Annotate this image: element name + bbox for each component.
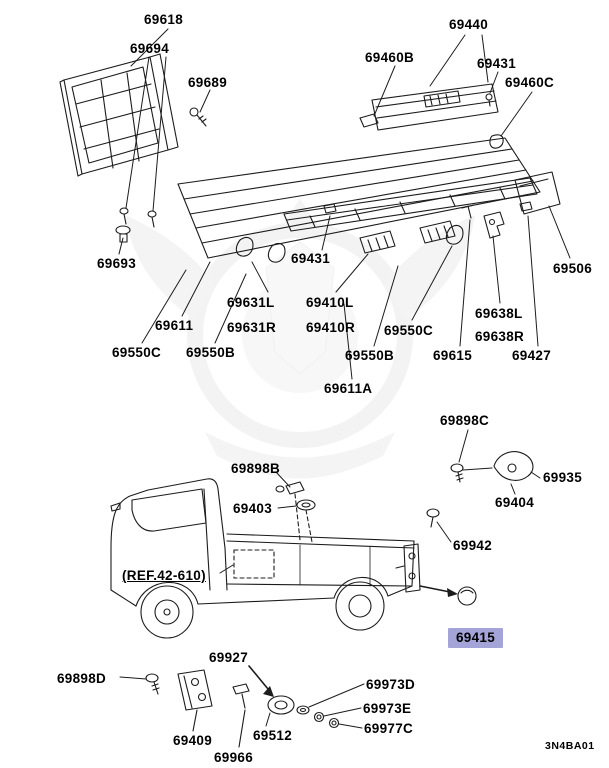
- part-label-69512: 69512: [253, 728, 293, 743]
- part-label-69403: 69403: [233, 501, 273, 516]
- part-label-69618: 69618: [144, 12, 184, 27]
- gate-assembly-drawing: [59, 53, 207, 243]
- part-label-69550B: 69550B: [345, 348, 395, 363]
- part-label-69638L: 69638L: [475, 306, 523, 321]
- part-label-69898C: 69898C: [440, 413, 490, 428]
- part-label-69898D: 69898D: [57, 671, 107, 686]
- bottom-parts-drawing: [119, 669, 365, 748]
- part-label-69550C: 69550C: [384, 323, 434, 338]
- part-label-69942: 69942: [453, 538, 493, 553]
- pointer-arrows: [248, 585, 451, 690]
- part-label-69506: 69506: [553, 261, 593, 276]
- part-label-69431: 69431: [291, 251, 331, 266]
- part-label-69611: 69611: [155, 318, 194, 333]
- watermark-icon: [125, 198, 475, 479]
- part-label-69460B: 69460B: [365, 50, 415, 65]
- leader-lines-middle: [219, 429, 541, 727]
- part-label-69460C: 69460C: [505, 75, 555, 90]
- middle-small-parts: [275, 451, 534, 606]
- part-label-69631L: 69631L: [227, 295, 275, 310]
- part-label-69631R: 69631R: [227, 320, 277, 335]
- part-label-REF42-610: (REF.42-610): [122, 568, 206, 583]
- part-label-69404: 69404: [495, 495, 535, 510]
- part-label-69410R: 69410R: [306, 320, 356, 335]
- part-label-69427: 69427: [512, 348, 552, 363]
- part-label-69694: 69694: [130, 41, 170, 56]
- part-label-69431: 69431: [477, 56, 517, 71]
- part-label-69611A: 69611A: [324, 381, 373, 396]
- part-label-69927: 69927: [209, 650, 249, 665]
- part-label-69966: 69966: [214, 750, 254, 765]
- part-label-69415-highlighted[interactable]: 69415: [448, 628, 504, 648]
- part-label-69973D: 69973D: [366, 677, 416, 692]
- arrowheads: [263, 588, 458, 697]
- part-label-69550C: 69550C: [112, 345, 162, 360]
- drawing-number: 3N4BA01: [545, 740, 595, 752]
- part-label-69689: 69689: [188, 75, 228, 90]
- part-label-69615: 69615: [433, 348, 473, 363]
- rear-panel-drawing: [359, 83, 504, 149]
- part-label-69977C: 69977C: [364, 721, 414, 736]
- part-label-69935: 69935: [543, 470, 583, 485]
- part-label-69440: 69440: [449, 17, 489, 32]
- part-label-69638R: 69638R: [475, 329, 525, 344]
- part-label-69973E: 69973E: [363, 701, 412, 716]
- part-label-69410L: 69410L: [306, 295, 354, 310]
- part-label-69409: 69409: [173, 733, 213, 748]
- bed-assembly-drawing: [177, 137, 561, 259]
- part-label-69898B: 69898B: [231, 461, 281, 476]
- leader-lines-top: [118, 28, 571, 380]
- part-label-69550B: 69550B: [186, 345, 236, 360]
- bed-small-parts: [235, 201, 533, 263]
- part-label-69693: 69693: [97, 256, 137, 271]
- truck-drawing: [110, 478, 421, 639]
